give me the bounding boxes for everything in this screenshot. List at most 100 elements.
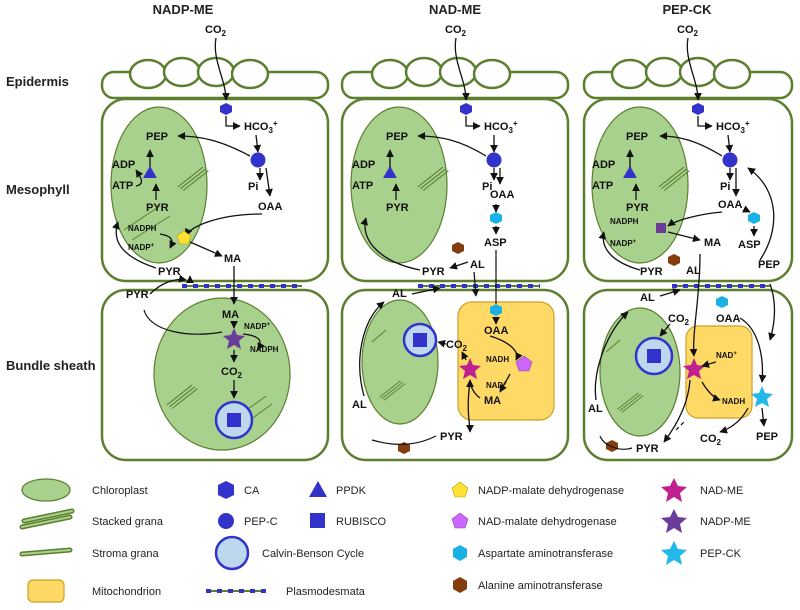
label-nad-bs: NAD+ bbox=[716, 351, 737, 360]
mitochondrion-pep-ck bbox=[685, 325, 753, 419]
alanine-aminotransferase-icon bbox=[452, 242, 464, 254]
label-hco3: HCO3+ bbox=[484, 119, 518, 135]
aspartate-aminotransferase-icon bbox=[490, 304, 502, 316]
label-nadp-bs: NADP+ bbox=[244, 322, 271, 331]
column-title-nadp-me: NADP-ME bbox=[153, 2, 214, 17]
rubisco-icon bbox=[227, 413, 241, 427]
legend-calvin-cycle: Calvin-Benson Cycle bbox=[262, 548, 364, 560]
ca-legend-icon bbox=[218, 481, 234, 499]
label-pep: PEP bbox=[626, 131, 648, 143]
label-ma-meso: MA bbox=[704, 237, 721, 249]
label-nadh-bs: NADH bbox=[486, 355, 509, 364]
label-pyr-bs: PYR bbox=[440, 431, 463, 443]
label-pyr: PYR bbox=[626, 202, 649, 214]
label-ma-bs: MA bbox=[484, 395, 501, 407]
label-oaa-bs: OAA bbox=[716, 313, 741, 325]
pepc-icon bbox=[486, 152, 502, 168]
legend-rubisco: RUBISCO bbox=[336, 516, 387, 528]
column-title-nad-me: NAD-ME bbox=[429, 2, 481, 17]
label-ma-meso: MA bbox=[224, 253, 241, 265]
label-nadh-bs: NADH bbox=[722, 397, 745, 406]
label-adp: ADP bbox=[112, 159, 135, 171]
row-title-bundle-sheath: Bundle sheath bbox=[6, 358, 96, 373]
legend-ppdk: PPDK bbox=[336, 485, 367, 497]
legend-nad-malate-dehydrogenase: NAD-malate dehydrogenase bbox=[478, 516, 617, 528]
rubisco-legend-icon bbox=[310, 513, 325, 528]
legend-ca: CA bbox=[244, 485, 260, 497]
label-atp: ATP bbox=[592, 180, 613, 192]
label-oaa: OAA bbox=[718, 199, 743, 211]
legend-aspartate-aminotransferase: Aspartate aminotransferase bbox=[478, 548, 613, 560]
legend-alanine-aminotransferase: Alanine aminotransferase bbox=[478, 580, 603, 592]
label-co2: CO2 bbox=[677, 24, 699, 38]
mitochondrion-legend-icon bbox=[27, 579, 65, 603]
ppdk-icon bbox=[383, 166, 397, 178]
aspartate-aminotransferase-icon bbox=[748, 212, 760, 224]
alanine-aminotransferase-icon bbox=[606, 440, 618, 452]
label-pep-meso: PEP bbox=[758, 259, 780, 271]
nadp-malate-dehydrogenase-icon bbox=[176, 230, 192, 245]
label-pi: Pi bbox=[720, 181, 730, 193]
label-co2-bs: CO2 bbox=[221, 366, 243, 380]
label-pi: Pi bbox=[482, 181, 492, 193]
label-asp: ASP bbox=[738, 239, 761, 251]
label-ma-bs: MA bbox=[222, 309, 239, 321]
label-al-bs-left: AL bbox=[352, 399, 367, 411]
ppdk-legend-icon bbox=[309, 481, 327, 497]
label-pep: PEP bbox=[146, 131, 168, 143]
ca-icon bbox=[460, 103, 472, 115]
aspartate-aminotransferase-icon bbox=[490, 212, 502, 224]
label-pyr: PYR bbox=[386, 202, 409, 214]
legend-pep-ck: PEP-CK bbox=[700, 548, 742, 560]
label-co2: CO2 bbox=[445, 24, 467, 38]
legend: Chloroplast Stacked grana Stroma grana M… bbox=[19, 478, 751, 603]
label-oaa-bs: OAA bbox=[484, 325, 509, 337]
nadp-malate-dehydrogenase-icon bbox=[656, 223, 666, 233]
rubisco-icon bbox=[647, 349, 661, 363]
nad-me-icon bbox=[683, 358, 705, 379]
label-nadp: NADP+ bbox=[610, 239, 637, 248]
label-co2-bs-top: CO2 bbox=[668, 313, 690, 327]
label-co2-bs: CO2 bbox=[446, 339, 468, 353]
legend-pepc: PEP-C bbox=[244, 516, 278, 528]
label-pep: PEP bbox=[386, 131, 408, 143]
pepc-legend-icon bbox=[218, 513, 234, 529]
legend-stacked-grana: Stacked grana bbox=[92, 516, 164, 528]
label-al-meso: AL bbox=[686, 265, 701, 277]
label-al-meso: AL bbox=[470, 259, 485, 271]
epidermis-nad-me bbox=[340, 56, 570, 100]
rubisco-icon bbox=[413, 333, 427, 347]
label-al-bs-left: AL bbox=[588, 403, 603, 415]
bundle-sheath-chloroplast-nadp-me bbox=[153, 297, 291, 451]
legend-plasmodesmata: Plasmodesmata bbox=[286, 586, 366, 598]
alanine-aminotransferase-icon bbox=[398, 442, 410, 454]
aspartate-aminotransferase-icon bbox=[716, 296, 728, 308]
nadp-malate-dehydrogenase-legend-icon bbox=[451, 481, 469, 498]
pathway-pep-ck: CO2 HCO3+ PEP ADP ATP Pi OAA PYR ASP NAD… bbox=[588, 24, 780, 455]
ca-icon bbox=[220, 103, 232, 115]
label-nadph: NADPH bbox=[128, 224, 157, 233]
legend-nadp-me: NADP-ME bbox=[700, 516, 751, 528]
pep-ck-icon bbox=[751, 386, 773, 407]
nad-me-legend-icon bbox=[661, 478, 687, 502]
alanine-aminotransferase-icon bbox=[668, 254, 680, 266]
label-co2: CO2 bbox=[205, 24, 227, 38]
row-title-epidermis: Epidermis bbox=[6, 74, 69, 89]
pathway-nadp-me: CO2 HCO3+ PEP ADP ATP Pi OAA PYR NADPH N… bbox=[112, 24, 283, 440]
label-pyr-bs: PYR bbox=[126, 289, 149, 301]
stacked-grana-legend-icon bbox=[19, 508, 75, 530]
pepc-icon bbox=[250, 152, 266, 168]
label-pyr-meso: PYR bbox=[640, 266, 663, 278]
label-oaa: OAA bbox=[490, 189, 515, 201]
legend-nadp-malate-dehydrogenase: NADP-malate dehydrogenase bbox=[478, 485, 624, 497]
row-title-mesophyll: Mesophyll bbox=[6, 182, 70, 197]
column-title-pep-ck: PEP-CK bbox=[662, 2, 712, 17]
ppdk-icon bbox=[143, 166, 157, 178]
nadp-me-legend-icon bbox=[661, 509, 687, 533]
label-pyr: PYR bbox=[146, 202, 169, 214]
ca-icon bbox=[692, 103, 704, 115]
legend-chloroplast: Chloroplast bbox=[92, 485, 148, 497]
alanine-aminotransferase-legend-icon bbox=[453, 577, 467, 593]
